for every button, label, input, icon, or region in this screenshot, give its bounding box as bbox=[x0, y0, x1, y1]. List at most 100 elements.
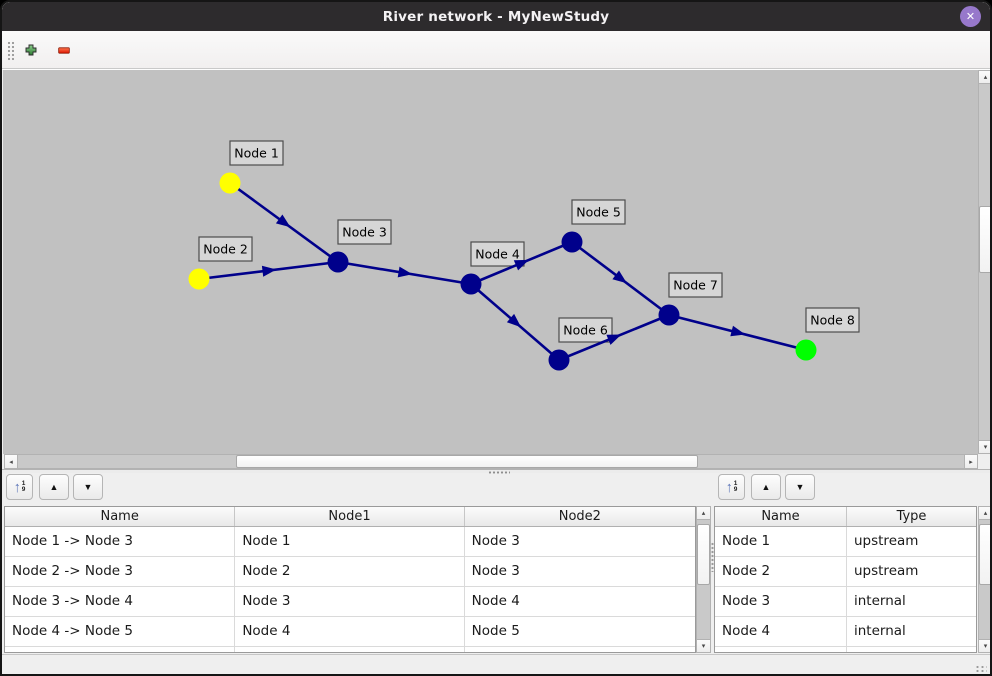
right-table-move-down-button[interactable]: ▼ bbox=[785, 474, 815, 500]
graph-node[interactable] bbox=[460, 273, 482, 295]
table-cell: internal bbox=[853, 593, 906, 609]
horizontal-pane-splitter[interactable] bbox=[2, 469, 990, 474]
table-cell: internal bbox=[853, 623, 906, 639]
node-label-box bbox=[668, 272, 723, 298]
flow-direction-arrow-icon bbox=[397, 266, 413, 278]
table-cell: Node 1 bbox=[235, 527, 465, 556]
window-resize-grip[interactable] bbox=[975, 665, 987, 674]
flow-direction-arrow-icon bbox=[730, 325, 746, 337]
flow-direction-arrow-icon bbox=[606, 334, 622, 345]
graph-node[interactable] bbox=[219, 172, 241, 194]
main-toolbar bbox=[2, 31, 990, 70]
column-header[interactable]: Name bbox=[5, 507, 236, 526]
vertical-pane-splitter[interactable] bbox=[710, 542, 715, 572]
canvas-vertical-scrollbar[interactable]: ▴ ▾ bbox=[978, 70, 990, 454]
graph-node[interactable] bbox=[548, 349, 570, 371]
table-cell: Node 4 bbox=[471, 593, 520, 609]
table-row[interactable] bbox=[715, 647, 976, 652]
scroll-left-icon[interactable]: ◂ bbox=[4, 454, 18, 469]
down-triangle-icon: ▼ bbox=[795, 481, 805, 492]
scroll-up-icon[interactable]: ▴ bbox=[696, 506, 711, 520]
scroll-down-icon[interactable]: ▾ bbox=[978, 440, 990, 454]
flow-direction-arrow-icon bbox=[275, 214, 291, 228]
node-label-box bbox=[198, 236, 253, 262]
scroll-down-icon[interactable]: ▾ bbox=[696, 639, 711, 653]
table-cell: Node 2 bbox=[235, 557, 465, 586]
left-table-move-up-button[interactable]: ▲ bbox=[39, 474, 69, 500]
left-table-scrollbar[interactable]: ▴ ▾ bbox=[696, 506, 711, 653]
scroll-up-icon[interactable]: ▴ bbox=[978, 506, 990, 520]
column-header[interactable]: Name bbox=[715, 507, 847, 526]
flow-direction-arrow-icon bbox=[506, 313, 522, 328]
add-button[interactable] bbox=[19, 38, 43, 62]
left-table-scrollbar-thumb[interactable] bbox=[697, 524, 710, 585]
node-label-text: Node 2 bbox=[203, 242, 248, 257]
canvas-horizontal-scrollbar[interactable]: ◂ ▸ bbox=[4, 454, 978, 469]
table-header-row: Name Type bbox=[715, 507, 976, 527]
canvas-hscrollbar-thumb[interactable] bbox=[236, 455, 698, 468]
flow-direction-arrow-icon bbox=[513, 259, 529, 271]
right-table-scrollbar[interactable]: ▴ ▾ bbox=[978, 506, 990, 653]
red-minus-icon bbox=[58, 46, 70, 54]
table-cell: Node 3 bbox=[471, 533, 520, 549]
table-cell: Node 4 bbox=[715, 617, 847, 646]
flow-direction-arrow-icon bbox=[261, 265, 277, 277]
right-table-move-up-button[interactable]: ▲ bbox=[751, 474, 781, 500]
node-label-text: Node 3 bbox=[342, 225, 387, 240]
table-cell: Node 1 -> Node 3 bbox=[5, 527, 236, 556]
left-table-move-down-button[interactable]: ▼ bbox=[73, 474, 103, 500]
table-row[interactable]: Node 4 internal bbox=[715, 617, 976, 647]
graph-node[interactable] bbox=[188, 268, 210, 290]
table-cell: Node 1 bbox=[715, 527, 847, 556]
table-row[interactable] bbox=[5, 647, 695, 652]
up-triangle-icon: ▲ bbox=[49, 481, 59, 492]
toolbar-grip-handle[interactable] bbox=[6, 40, 14, 61]
column-header[interactable]: Type bbox=[896, 509, 927, 524]
table-cell: Node 4 bbox=[235, 617, 465, 646]
node-label-text: Node 8 bbox=[810, 313, 855, 328]
title-bar[interactable]: River network - MyNewStudy ✕ bbox=[2, 2, 990, 31]
node-label-box bbox=[337, 219, 392, 245]
node-label-box bbox=[558, 317, 613, 343]
graph-node[interactable] bbox=[561, 231, 583, 253]
graph-node[interactable] bbox=[658, 304, 680, 326]
up-triangle-icon: ▲ bbox=[761, 481, 771, 492]
table-cell bbox=[465, 647, 695, 652]
column-header[interactable]: Node1 bbox=[235, 507, 465, 526]
table-cell: Node 5 bbox=[471, 623, 520, 639]
right-table-scrollbar-thumb[interactable] bbox=[979, 524, 990, 585]
close-icon: ✕ bbox=[965, 10, 976, 23]
green-plus-icon bbox=[25, 44, 37, 56]
scroll-up-icon[interactable]: ▴ bbox=[978, 70, 990, 84]
remove-button[interactable] bbox=[52, 38, 76, 62]
status-bar bbox=[2, 654, 990, 674]
node-label-box bbox=[805, 307, 860, 333]
node-label-text: Node 7 bbox=[673, 278, 718, 293]
window-title: River network - MyNewStudy bbox=[382, 8, 610, 25]
node-label-box bbox=[571, 199, 626, 225]
canvas-vscrollbar-thumb[interactable] bbox=[979, 206, 990, 273]
graph-node[interactable] bbox=[327, 251, 349, 273]
scroll-right-icon[interactable]: ▸ bbox=[964, 454, 978, 469]
table-cell: Node 2 -> Node 3 bbox=[5, 557, 236, 586]
close-button[interactable]: ✕ bbox=[960, 6, 981, 27]
table-cell: Node 3 -> Node 4 bbox=[5, 587, 236, 616]
splitter-grip-dots bbox=[488, 471, 510, 474]
graph-node[interactable] bbox=[795, 339, 817, 361]
scroll-down-icon[interactable]: ▾ bbox=[978, 639, 990, 653]
column-header[interactable]: Node2 bbox=[558, 509, 601, 524]
